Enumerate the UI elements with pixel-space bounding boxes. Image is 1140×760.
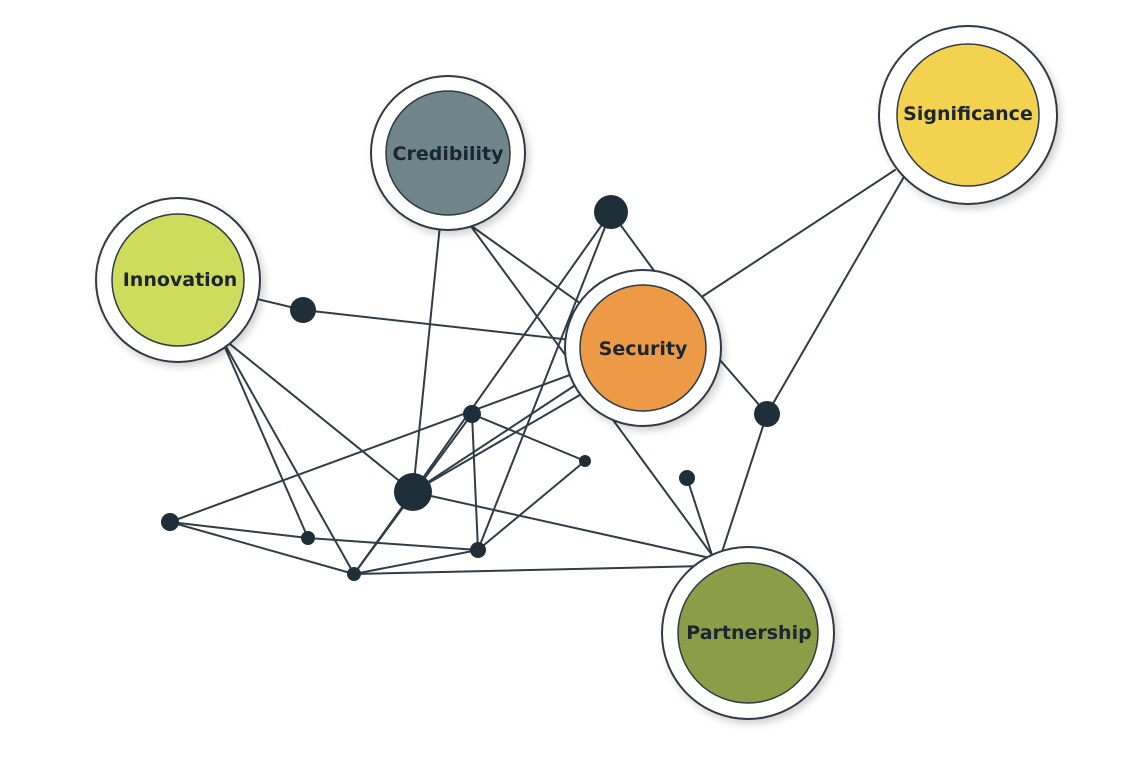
connection-lines	[169, 169, 906, 575]
node-label-significance: Significance	[903, 103, 1033, 125]
node-label-partnership: Partnership	[686, 622, 811, 644]
node-label-security: Security	[599, 338, 688, 360]
node-fill	[111, 213, 245, 347]
node-label-innovation: Innovation	[123, 269, 238, 291]
junction-dot	[754, 401, 780, 427]
edge	[169, 371, 579, 523]
edge	[307, 537, 479, 551]
edge	[412, 491, 711, 559]
junction-dot	[594, 195, 628, 229]
edge	[686, 477, 713, 556]
node-partnership: Partnership	[661, 546, 835, 720]
edge	[477, 211, 612, 551]
junction-dot	[394, 473, 432, 511]
edge	[169, 521, 309, 539]
junction-dot	[463, 405, 481, 423]
edge	[412, 211, 612, 493]
node-label-credibility: Credibility	[393, 143, 505, 165]
edge	[219, 335, 309, 539]
edge	[699, 169, 896, 299]
node-fill	[896, 43, 1040, 187]
node-fill	[677, 562, 819, 704]
junction-dot	[347, 567, 361, 581]
edge	[353, 565, 706, 575]
junction-dots	[161, 195, 780, 581]
junction-dot	[470, 542, 486, 558]
node-fill	[385, 90, 511, 216]
edge	[412, 391, 586, 493]
node-fill	[579, 284, 707, 412]
junction-dot	[301, 531, 315, 545]
edge	[219, 335, 355, 575]
edge	[471, 413, 586, 462]
node-credibility: Credibility	[370, 75, 526, 231]
junction-dot	[679, 470, 695, 486]
edge	[412, 224, 441, 493]
edge	[169, 521, 355, 575]
edge	[477, 460, 586, 551]
junction-dot	[579, 455, 591, 467]
junction-dot	[290, 297, 316, 323]
edge	[721, 413, 768, 553]
edge	[219, 335, 414, 493]
node-significance: Significance	[878, 25, 1058, 205]
edge	[412, 381, 581, 493]
junction-dot	[161, 513, 179, 531]
node-security: Security	[564, 269, 722, 427]
node-innovation: Innovation	[95, 197, 261, 363]
edge	[766, 174, 906, 415]
edge	[353, 549, 479, 575]
edge	[471, 413, 479, 551]
